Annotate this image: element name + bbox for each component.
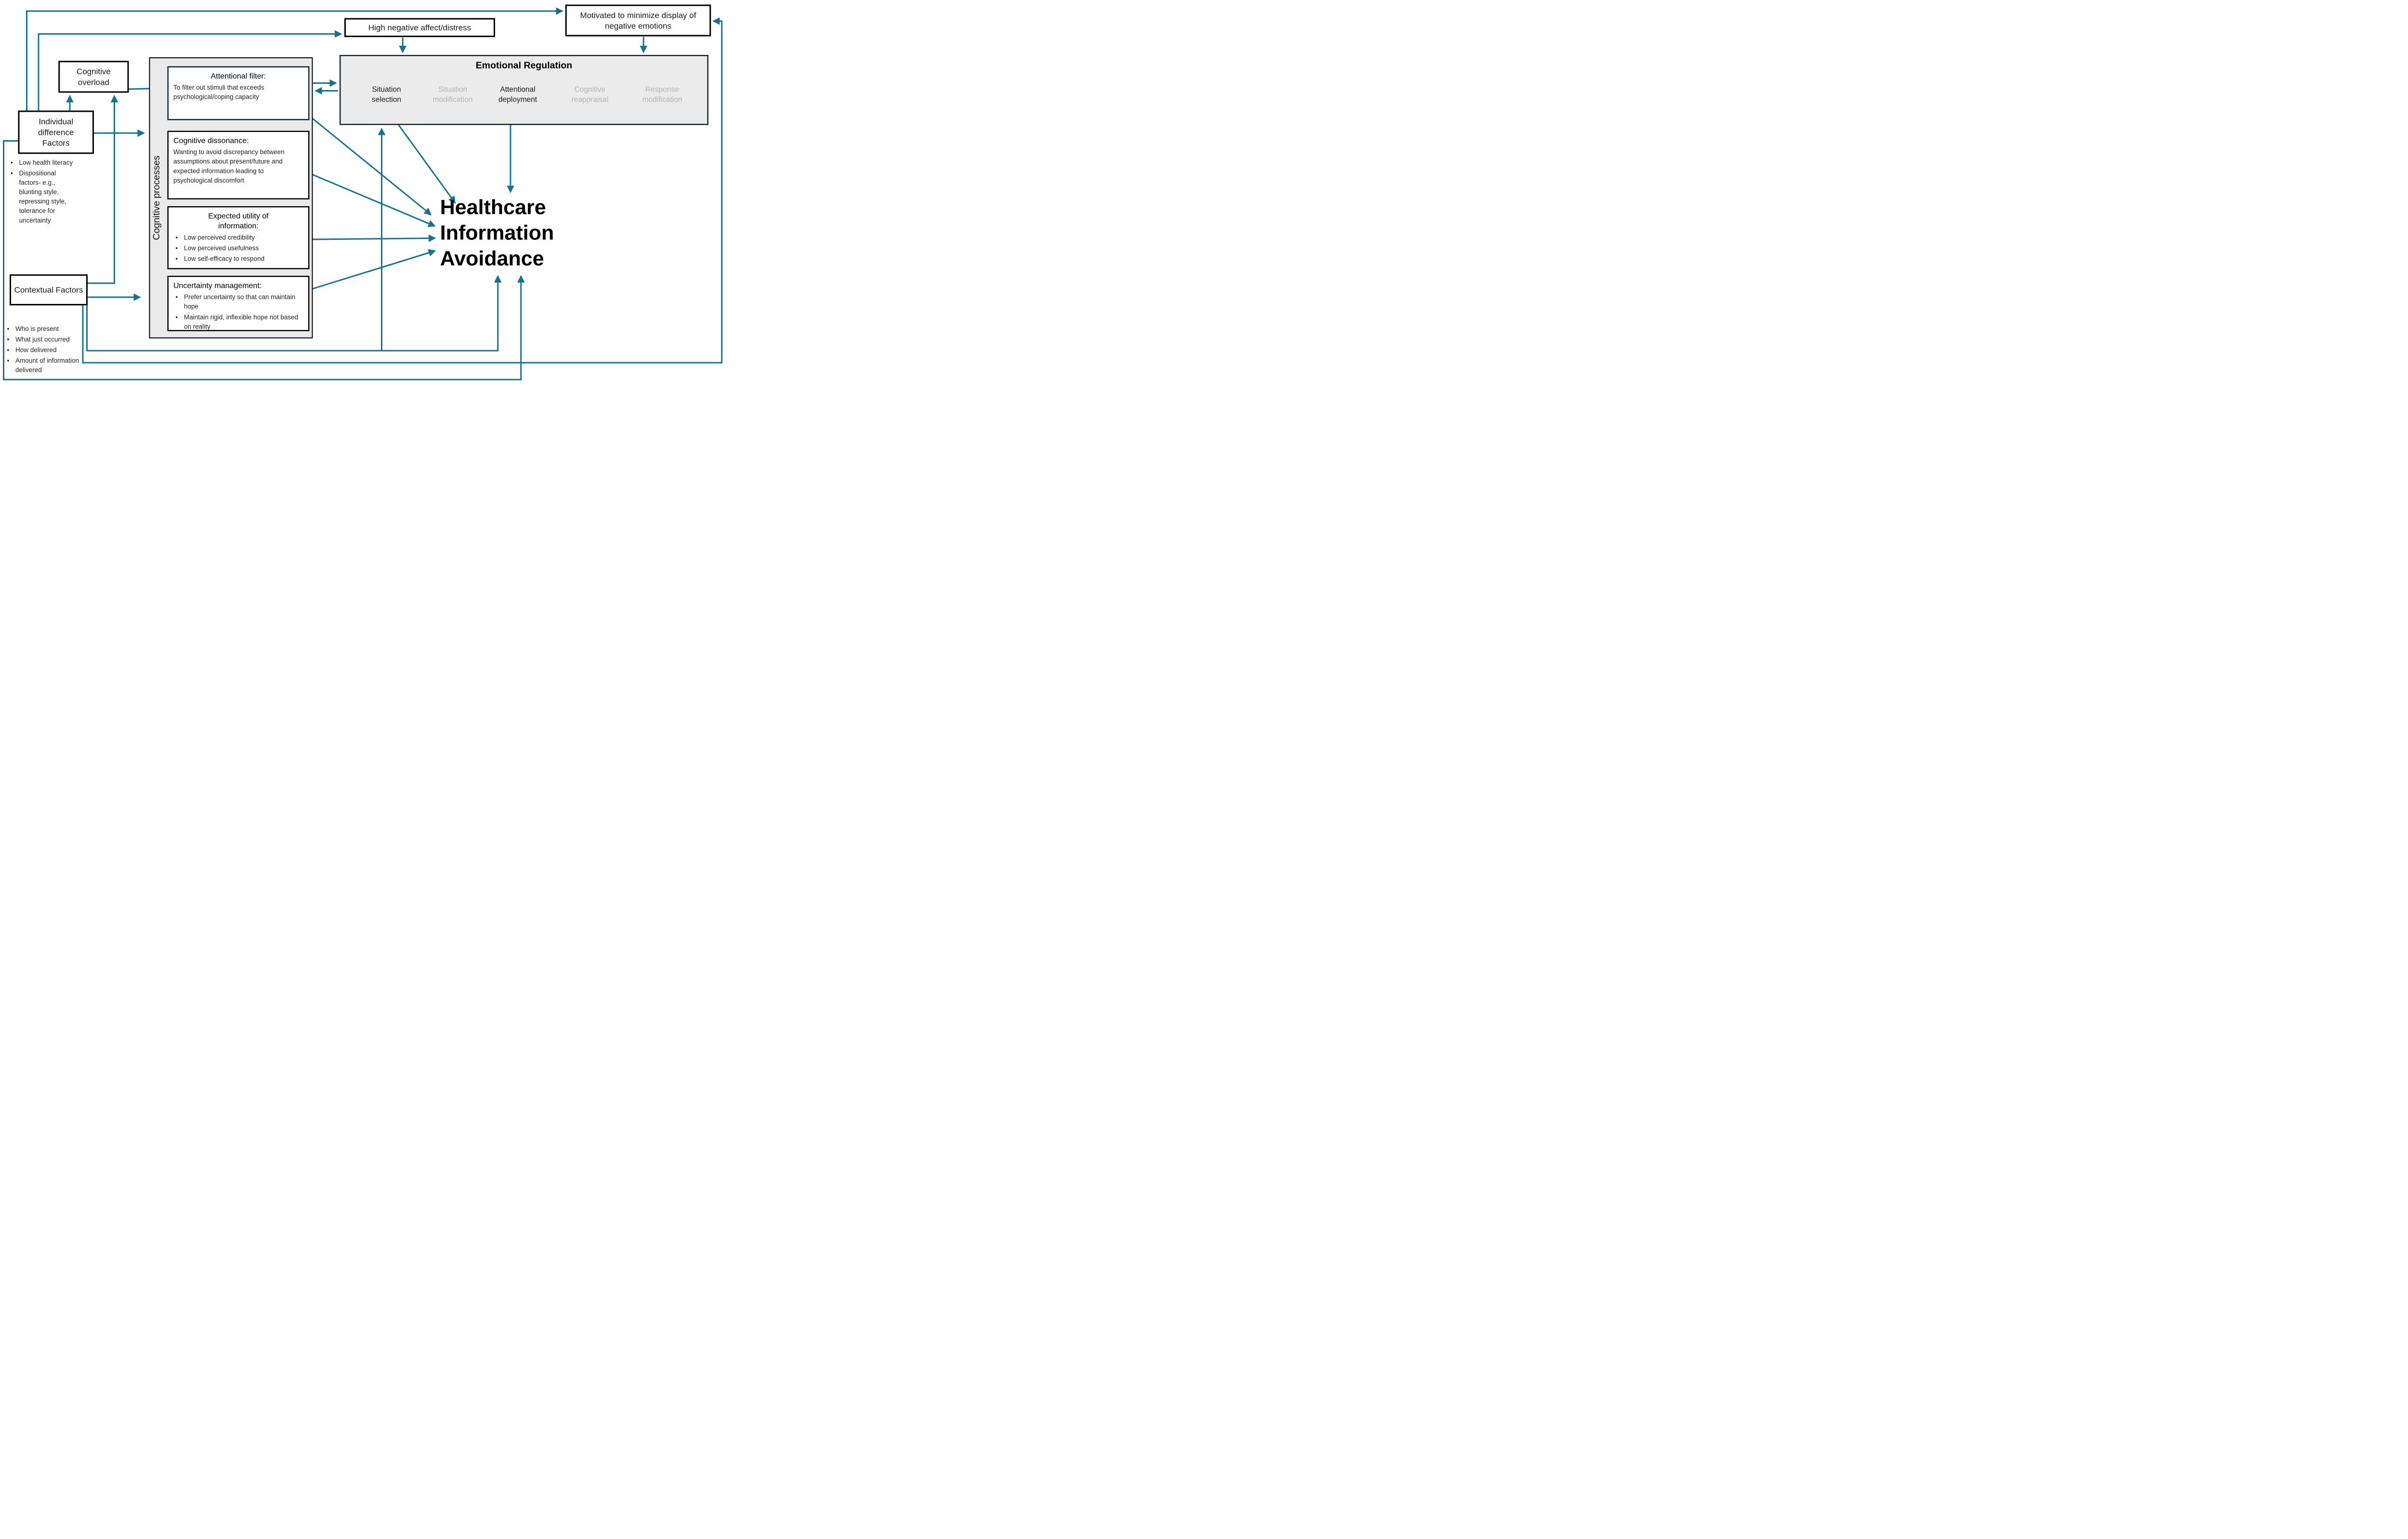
box-cognitive-overload: Cognitive overload (58, 61, 129, 93)
expected-utility-title: Expected utility of information: (208, 211, 269, 230)
panel-emotional-regulation: Emotional Regulation (340, 55, 708, 125)
stage-attentional-deployment: Attentional deployment (498, 85, 537, 104)
individual-difference-bullets: Low health literacy Dispositional factor… (9, 158, 76, 226)
arrow-idf-feedback-to-hia (3, 140, 525, 381)
contextual-factors-bullets: Who is present What just occurred How de… (5, 324, 89, 376)
outcome-line: Healthcare (440, 195, 546, 219)
stage-cognitive-reappraisal: Cognitive reappraisal (571, 85, 609, 104)
idf-bullet: Low health literacy (11, 158, 76, 168)
box-cognitive-dissonance: Cognitive dissonance: Wanting to avoid d… (167, 131, 310, 199)
box-expected-utility: Expected utility of information: Low per… (167, 206, 310, 269)
arrow-uncertainty-to-hia (312, 249, 436, 289)
motivated-minimize-label: Motivated to minimize display of negativ… (580, 10, 696, 30)
emotional-regulation-title: Emotional Regulation (475, 60, 573, 71)
contextual-bullet: How delivered (7, 345, 90, 355)
arrow-contextual-to-cognitive-overload (88, 94, 118, 284)
stage-situation-selection: Situation selection (371, 85, 402, 104)
contextual-bullet: Who is present (7, 324, 90, 334)
cognitive-overload-label: Cognitive overload (76, 66, 111, 87)
contextual-bullet: What just occurred (7, 335, 90, 344)
attentional-filter-title: Attentional filter: (210, 71, 266, 80)
healthcare-information-avoidance-model: High negative affect/distress Motivated … (0, 0, 725, 385)
arrow-utility-to-hia (309, 234, 436, 242)
box-high-negative-affect: High negative affect/distress (344, 18, 495, 37)
box-contextual-factors: Contextual Factors (10, 274, 88, 305)
expected-utility-bullet: Low perceived usefulness (176, 243, 304, 253)
arrow-idf-to-motivated (26, 7, 564, 111)
uncertainty-bullet: Maintain rigid, inflexible hope not base… (176, 312, 304, 331)
arrow-situation-selection-to-hia (389, 111, 456, 204)
box-motivated-minimize: Motivated to minimize display of negativ… (565, 4, 711, 37)
cognitive-dissonance-body: Wanting to avoid discrepancy between ass… (173, 148, 285, 184)
stage-situation-modification: Situation modification (432, 85, 473, 104)
arrow-idf-to-high-negative (38, 30, 342, 111)
uncertainty-management-title: Uncertainty management: (173, 281, 262, 290)
stage-response-modification: Response modification (642, 85, 682, 104)
cognitive-dissonance-title: Cognitive dissonance: (173, 136, 249, 145)
expected-utility-bullet: Low self-efficacy to respond (176, 254, 304, 263)
idf-bullet: Dispositional factors- e.g., blunting st… (11, 169, 76, 225)
contextual-factors-label: Contextual Factors (14, 285, 83, 295)
uncertainty-bullet: Prefer uncertainty so that can maintain … (176, 292, 304, 311)
individual-difference-label: Individual difference Factors (38, 117, 74, 148)
diagram-viewport: High negative affect/distress Motivated … (0, 0, 725, 385)
attentional-filter-body: To filter out stimuli that exceeds psych… (173, 84, 264, 101)
healthcare-information-avoidance-title: Healthcare Information Avoidance (440, 194, 554, 271)
expected-utility-bullet: Low perceived credibility (176, 233, 304, 242)
arrow-attentional-to-hia (309, 116, 432, 215)
outcome-line: Avoidance (440, 247, 544, 270)
box-attentional-filter: Attentional filter: To filter out stimul… (167, 66, 310, 120)
arrow-dissonance-to-hia (309, 172, 436, 227)
box-uncertainty-management: Uncertainty management: Prefer uncertain… (167, 276, 310, 331)
outcome-line: Information (440, 221, 554, 244)
cognitive-processes-label: Cognitive processes (151, 155, 162, 240)
high-negative-affect-label: High negative affect/distress (368, 23, 471, 32)
box-individual-difference-factors: Individual difference Factors (18, 110, 94, 154)
contextual-bullet: Amount of information delivered (7, 356, 90, 375)
